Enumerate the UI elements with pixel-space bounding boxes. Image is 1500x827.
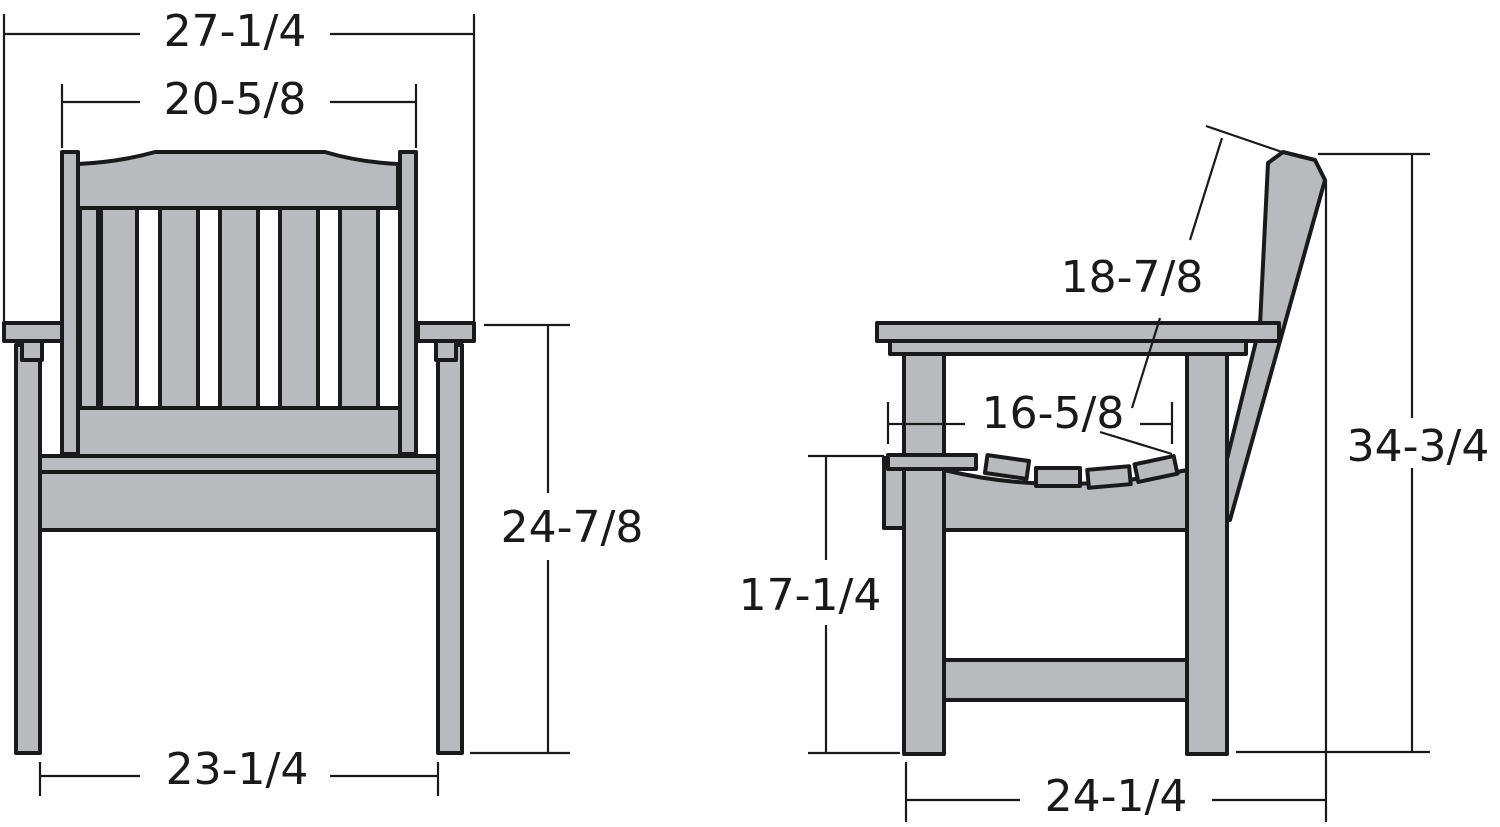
back-slat (78, 198, 100, 417)
dim-overall-width-label: 27-1/4 (164, 6, 307, 57)
seat-slat (982, 453, 1032, 481)
front-right-leg (436, 343, 464, 755)
side-rear-leg (1185, 350, 1229, 756)
dim-seat-height-label: 17-1/4 (739, 570, 882, 621)
front-left-back-post (60, 150, 80, 456)
back-slat (218, 198, 260, 417)
front-apron (38, 470, 440, 532)
dim-overall-depth-label: 24-1/4 (1045, 771, 1188, 822)
side-view (875, 150, 1327, 756)
back-slat (158, 198, 200, 417)
dimension-labels: 27-1/4 20-5/8 24-7/8 23-1/4 18-7/8 16-5/… (164, 6, 1490, 822)
front-right-back-post (398, 150, 418, 456)
dim-back-length-label: 18-7/8 (1061, 252, 1204, 303)
side-stretcher (942, 658, 1189, 702)
front-left-leg (14, 343, 42, 755)
back-slat (99, 198, 139, 417)
dim-arm-height-label: 24-7/8 (501, 502, 644, 553)
back-top-rail (76, 150, 400, 210)
seat-slat (1132, 454, 1180, 484)
side-front-leg (902, 350, 946, 756)
front-seat-edge (38, 454, 440, 474)
dim-seat-depth-label: 16-5/8 (982, 388, 1125, 439)
front-right-armrest (416, 321, 476, 343)
side-seat-board (886, 453, 978, 471)
back-slat (278, 198, 320, 417)
dimension-lines (2, 14, 1430, 822)
back-slat (338, 198, 380, 417)
front-view (2, 150, 476, 755)
back-bottom-rail (76, 406, 402, 458)
side-armrest (875, 321, 1281, 343)
dim-back-width-label: 20-5/8 (164, 74, 307, 125)
dim-leg-span-label: 23-1/4 (166, 744, 309, 795)
seat-slat (1085, 464, 1133, 490)
seat-slat (1034, 466, 1082, 488)
dim-overall-height-label: 34-3/4 (1347, 421, 1490, 472)
